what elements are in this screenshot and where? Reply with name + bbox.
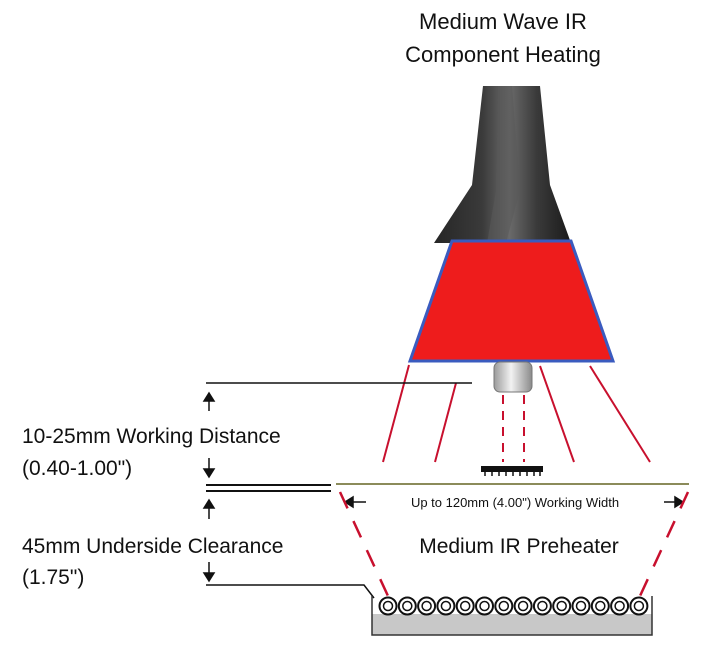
arrow-up-icon [202,498,216,509]
underside-clearance-imperial: (1.75") [22,566,84,589]
arrow-right-icon [674,495,685,509]
preheater-coil [629,596,649,616]
diagram-title-line1: Medium Wave IR [419,9,587,34]
arrow-up-icon [202,391,216,402]
preheater-coil-core [614,600,625,612]
preheater-label: Medium IR Preheater [419,535,619,558]
ir-heater-head [407,239,616,363]
working-width-dimension [343,495,685,509]
preheater-coil [590,596,610,616]
preheater-coil [475,596,494,616]
working-distance-label: 10-25mm Working Distance [22,425,281,448]
preheater-coil-core [402,600,413,612]
preheater-coil [378,596,398,616]
arrow-left-icon [343,495,354,509]
component-chip [481,466,543,472]
preheater-coil [571,596,591,616]
heater-nozzle [493,361,533,393]
preheater-coil [417,596,437,616]
preheater-coil-core [382,600,394,612]
chip-leads [484,472,541,476]
preheater-coil-core [556,600,567,612]
preheater-tray [371,596,653,636]
heater-housing-highlight [487,86,520,243]
preheater-coils [378,596,649,616]
preheater-coil-core [479,600,490,612]
working-distance-imperial: (0.40-1.00") [22,457,132,480]
preheater-coil-core [440,600,452,612]
preheater-tray-fill [372,614,652,635]
preheater-coil [552,596,572,616]
underside-clearance-label: 45mm Underside Clearance [22,535,283,558]
preheater-coil [610,596,630,616]
ir-rays [382,364,651,463]
underside-clearance-bottom-line [206,584,375,599]
preheater-coil [455,596,475,616]
preheater-coil [494,596,514,616]
preheater-coil-core [633,600,645,612]
preheater-coil [436,596,456,616]
preheater-coil-core [421,600,432,612]
working-width-label: Up to 120mm (4.00") Working Width [411,495,619,510]
preheater-coil-core [459,600,471,612]
preheater-coil-core [595,600,606,612]
arrow-down-icon [202,468,216,479]
preheater-coil [397,596,417,616]
preheater-coil-core [537,600,548,612]
preheater-coil-core [575,600,587,612]
preheater-coil-core [517,600,529,612]
preheater-coil-core [498,600,510,612]
arrow-down-icon [202,572,216,583]
preheater-coil [513,596,533,616]
diagram-title-line2: Component Heating [405,42,601,67]
preheater-coil [532,596,552,616]
